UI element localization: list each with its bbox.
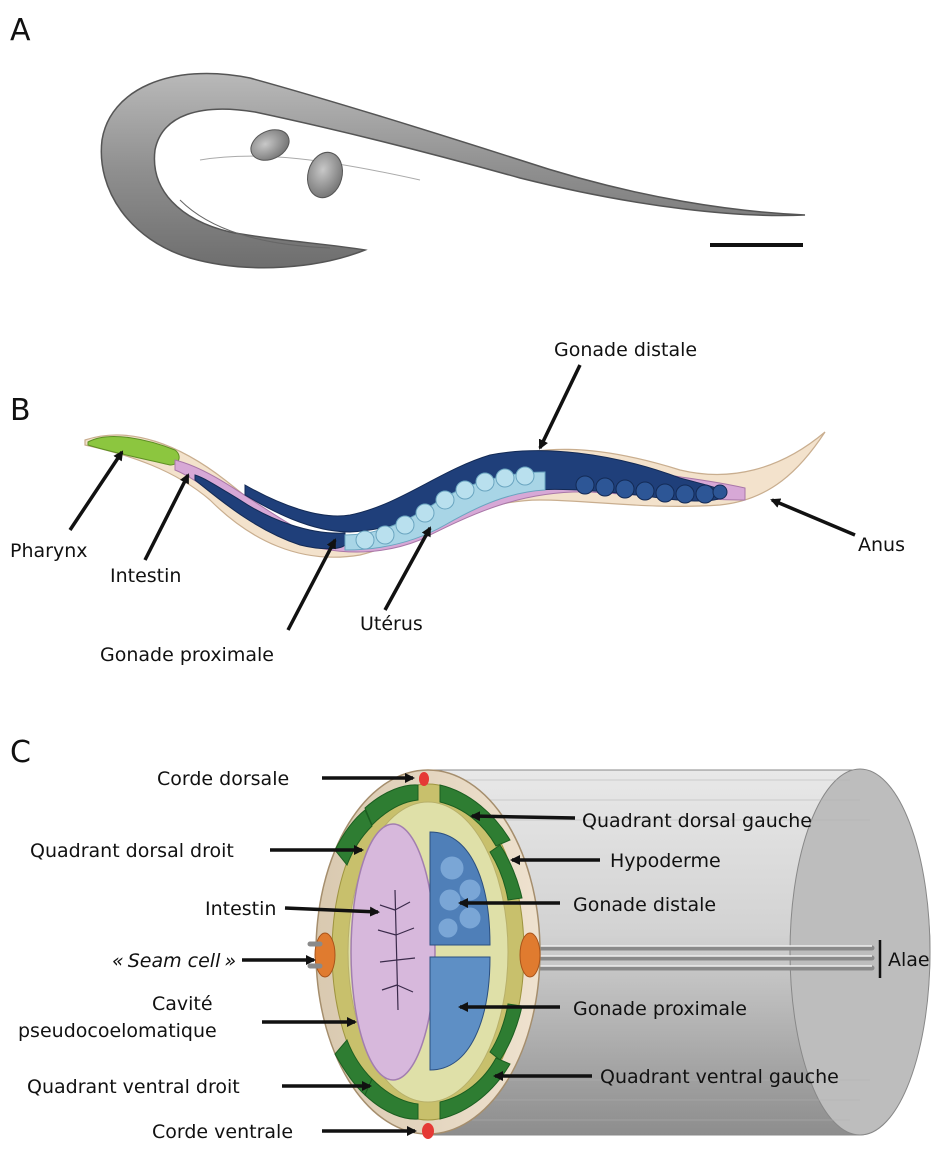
label-anus: Anus — [858, 534, 905, 556]
egg — [303, 148, 348, 201]
label-uterus: Utérus — [360, 613, 423, 635]
label-alae: Alae — [888, 949, 930, 971]
pharynx-organ — [88, 437, 179, 465]
arrow-quadrant-dorsal-gauche — [472, 816, 575, 818]
egg — [246, 124, 294, 166]
label-pharynx: Pharynx — [10, 540, 87, 562]
label-seam-cell: «Seam cell» — [112, 950, 236, 972]
panel-b-letter: B — [10, 393, 31, 428]
intestine-section — [351, 824, 435, 1080]
label-quadrant-dorsal-droit: Quadrant dorsal droit — [30, 840, 234, 862]
label-intestin-c: Intestin — [205, 898, 276, 920]
label-gonade-proximale: Gonade proximale — [100, 644, 274, 666]
panel-c-letter: C — [10, 735, 31, 770]
arrow-gonade-distale — [540, 365, 580, 448]
label-hypoderme: Hypoderme — [610, 850, 721, 872]
seam-cell-right — [520, 933, 540, 977]
arrow-anus — [772, 500, 855, 535]
worm-micrograph — [101, 73, 805, 267]
label-cavite-2: pseudocoelomatique — [18, 1020, 217, 1042]
label-gonade-distale: Gonade distale — [554, 339, 697, 361]
panel-a-letter: A — [10, 13, 31, 48]
label-quadrant-ventral-gauche: Quadrant ventral gauche — [600, 1066, 839, 1088]
label-corde-dorsale: Corde dorsale — [157, 768, 289, 790]
worm-anatomy-drawing — [85, 432, 825, 557]
label-quadrant-ventral-droit: Quadrant ventral droit — [27, 1076, 240, 1098]
label-intestin: Intestin — [110, 565, 181, 587]
seam-cell-left — [315, 933, 335, 977]
label-gonade-proximale-c: Gonade proximale — [573, 998, 747, 1020]
arrow-intestin — [145, 475, 188, 560]
arrow-pharynx — [70, 452, 122, 530]
label-quadrant-dorsal-gauche: Quadrant dorsal gauche — [582, 810, 812, 832]
label-gonade-distale-c: Gonade distale — [573, 894, 716, 916]
dorsal-cord — [419, 772, 429, 786]
label-corde-ventrale: Corde ventrale — [152, 1121, 293, 1143]
label-cavite-1: Cavité — [152, 993, 213, 1015]
ventral-cord — [422, 1123, 434, 1139]
